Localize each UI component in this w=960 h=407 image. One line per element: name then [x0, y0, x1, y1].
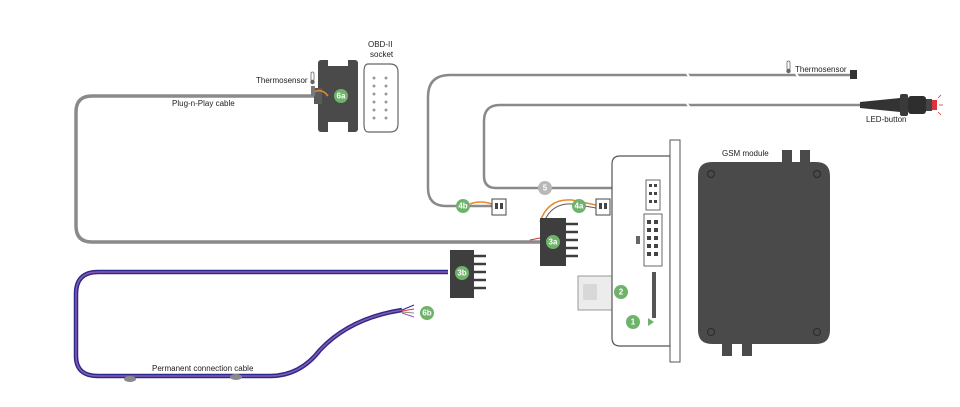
badge-2: 2: [614, 285, 628, 299]
svg-text:3a: 3a: [549, 238, 558, 247]
thermosensor-cable: [426, 73, 850, 208]
orange-wire-4a: [539, 199, 597, 223]
plug-n-play-cable: [74, 94, 540, 244]
thermometer-icon: [310, 71, 315, 85]
led-button: [860, 94, 943, 116]
obd-ii-socket: [363, 63, 399, 133]
badge-6b: 6b: [420, 306, 434, 320]
led-button-label: LED-button: [866, 115, 906, 124]
gsm-module: [698, 150, 830, 356]
svg-text:6a: 6a: [337, 92, 346, 101]
svg-text:2: 2: [619, 288, 624, 297]
permanent-cable-label: Permanent connection cable: [152, 364, 254, 373]
thin-wires-3a: [529, 237, 541, 241]
obd-socket-label-2: socket: [370, 50, 394, 59]
thermometer-icon: [786, 60, 791, 74]
led-button-cable: [482, 103, 860, 190]
badge-1: 1: [626, 315, 640, 329]
badge-6a: 6a: [334, 89, 348, 103]
obd-socket-label-1: OBD-II: [368, 40, 392, 49]
svg-text:4a: 4a: [575, 202, 584, 211]
thermosensor-label-left: Thermosensor: [256, 76, 308, 85]
svg-text:6b: 6b: [422, 309, 431, 318]
svg-text:5: 5: [543, 184, 548, 193]
badge-3b: 3b: [455, 266, 469, 280]
plug-n-play-cable-label: Plug-n-Play cable: [172, 99, 235, 108]
connector-4b: [491, 198, 507, 216]
tracker-unit: [611, 139, 681, 363]
thermosensor-label-right: Thermosensor: [795, 65, 847, 74]
badge-3a: 3a: [546, 235, 560, 249]
orange-wire-4b: [469, 201, 493, 205]
thermosensor-end-right: [850, 70, 857, 79]
badge-5: 5: [538, 181, 552, 195]
svg-text:3b: 3b: [457, 269, 466, 278]
svg-text:1: 1: [631, 318, 636, 327]
badge-4a: 4a: [572, 199, 586, 213]
permanent-connection-cable: [73, 269, 448, 382]
svg-text:4b: 4b: [458, 202, 467, 211]
connector-4a: [595, 198, 611, 216]
thermosensor-probe-left: [311, 86, 329, 97]
cable-break-marks: [685, 71, 800, 109]
gsm-module-label: GSM module: [722, 149, 769, 158]
badge-4b: 4b: [456, 199, 470, 213]
